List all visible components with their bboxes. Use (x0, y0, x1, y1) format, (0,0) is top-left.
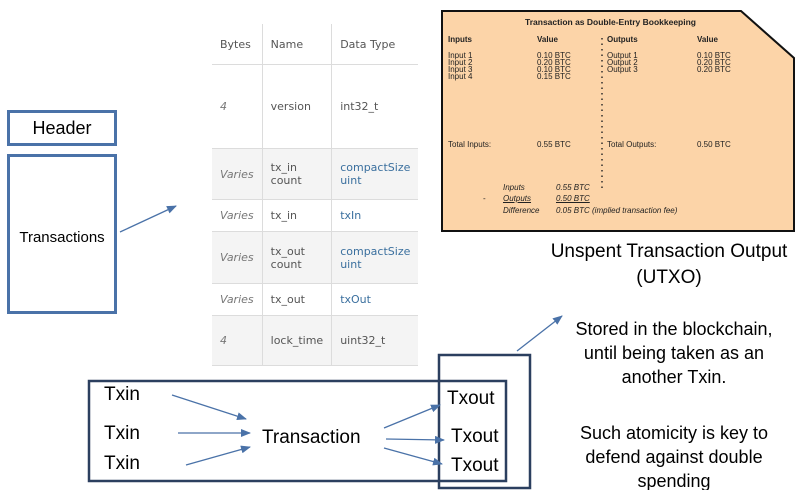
cell-type: int32_t (331, 64, 419, 149)
bookkeeping-panel-shape (441, 10, 795, 232)
summary-value-inputs: 0.55 BTC (556, 183, 590, 192)
cell-type-link[interactable]: txIn (331, 199, 419, 232)
arrow-txout-to-note (516, 315, 563, 352)
bookkeeping-header-outputs: Outputs (607, 35, 638, 44)
input-value: 0.15 BTC (537, 72, 571, 81)
cell-bytes: Varies (212, 231, 263, 284)
table-row: Varies tx_out count compactSize uint (212, 231, 419, 284)
summary-label-difference: Difference (503, 206, 540, 215)
cell-name: tx_in count (261, 148, 332, 200)
txin-label: Txin (104, 384, 140, 405)
cell-name: lock_time (261, 315, 332, 366)
header-box: Header (7, 110, 117, 146)
cell-bytes: Varies (212, 283, 263, 316)
transaction-label: Transaction (262, 427, 361, 448)
total-outputs-label: Total Outputs: (607, 140, 657, 149)
cell-type: uint32_t (331, 315, 419, 366)
summary-label-inputs: Inputs (503, 183, 525, 192)
column-header-data-type: Data Type (331, 24, 419, 65)
column-header-bytes: Bytes (212, 24, 263, 65)
cell-name: tx_in (261, 199, 332, 232)
input-name: Input 4 (448, 72, 473, 81)
txout-label: Txout (451, 455, 499, 476)
table-header-row: Bytes Name Data Type (212, 24, 419, 65)
transaction-flow-box (87, 379, 508, 483)
input-value: 0.10 BTC (537, 65, 571, 74)
cell-bytes: 4 (212, 64, 263, 149)
cell-name: tx_out (261, 283, 332, 316)
minus-sign: - (483, 194, 486, 203)
arrow-txout-1 (383, 404, 441, 429)
summary-value-outputs: 0.50 BTC (556, 194, 590, 203)
cell-bytes: Varies (212, 199, 263, 232)
cell-type-link[interactable]: compactSize uint (331, 231, 419, 284)
summary-label-outputs: Outputs (503, 194, 532, 203)
total-inputs-label: Total Inputs: (448, 140, 492, 149)
bookkeeping-header-value-2: Value (697, 35, 718, 44)
summary-value-difference: 0.05 BTC (implied transaction fee) (556, 206, 678, 215)
input-name: Input 2 (448, 58, 473, 67)
cell-type-link[interactable]: compactSize uint (331, 148, 419, 200)
utxo-title-line-2: (UTXO) (636, 267, 702, 288)
table-row: Varies tx_in txIn (212, 199, 419, 232)
bookkeeping-header-inputs: Inputs (448, 35, 472, 44)
arrow-txin-3 (185, 445, 251, 466)
input-value: 0.10 BTC (537, 51, 571, 60)
output-value: 0.20 BTC (697, 58, 731, 67)
output-value: 0.10 BTC (697, 51, 731, 60)
table-row: Varies tx_out txOut (212, 283, 419, 316)
cell-type-link[interactable]: txOut (331, 283, 419, 316)
arrow-txout-3 (383, 447, 443, 466)
cell-bytes: Varies (212, 148, 263, 200)
column-header-name: Name (261, 24, 332, 65)
header-label: Header (32, 118, 92, 138)
txout-label: Txout (447, 388, 495, 409)
cell-bytes: 4 (212, 315, 263, 366)
total-outputs-value: 0.50 BTC (697, 140, 731, 149)
stored-note-line: Stored in the blockchain, (575, 319, 773, 339)
txin-label: Txin (104, 423, 140, 444)
atomicity-note-line: defend against double (585, 447, 763, 467)
utxo-title-line-1: Unspent Transaction Output (550, 241, 788, 262)
transactions-box: Transactions (7, 154, 117, 314)
atomicity-note-line: spending (637, 471, 711, 490)
atomicity-note-line: Such atomicity is key to (579, 423, 769, 443)
input-name: Input 1 (448, 51, 473, 60)
table-row: 4 lock_time uint32_t (212, 315, 419, 366)
txout-label: Txout (451, 426, 499, 447)
stored-note-line: until being taken as an (583, 343, 765, 363)
txin-label: Txin (104, 453, 140, 474)
output-name: Output 1 (607, 51, 638, 60)
atomicity-note: Such atomicity is key to defend against … (548, 421, 800, 490)
cell-name: version (261, 64, 332, 149)
output-value: 0.20 BTC (697, 65, 731, 74)
output-name: Output 2 (607, 58, 638, 67)
transaction-structure-table: Bytes Name Data Type 4 version int32_t V… (212, 24, 419, 366)
arrow-transactions-to-table (119, 205, 177, 233)
stored-note: Stored in the blockchain, until being ta… (548, 317, 800, 389)
input-name: Input 3 (448, 65, 473, 74)
transactions-label: Transactions (19, 229, 105, 246)
arrow-txout-2 (385, 435, 445, 444)
txout-group-box (437, 353, 532, 490)
table-row: 4 version int32_t (212, 64, 419, 149)
stored-note-line: another Txin. (621, 367, 727, 387)
output-name: Output 3 (607, 65, 638, 74)
double-entry-bookkeeping-panel: Transaction as Double-Entry Bookkeeping … (441, 10, 795, 232)
total-inputs-value: 0.55 BTC (537, 140, 571, 149)
table-row: Varies tx_in count compactSize uint (212, 148, 419, 200)
bookkeeping-header-value: Value (537, 35, 558, 44)
bookkeeping-title: Transaction as Double-Entry Bookkeeping (525, 17, 696, 27)
utxo-title: Unspent Transaction Output (UTXO) (530, 240, 800, 290)
cell-name: tx_out count (261, 231, 332, 284)
input-value: 0.20 BTC (537, 58, 571, 67)
arrow-txin-1 (171, 394, 247, 421)
